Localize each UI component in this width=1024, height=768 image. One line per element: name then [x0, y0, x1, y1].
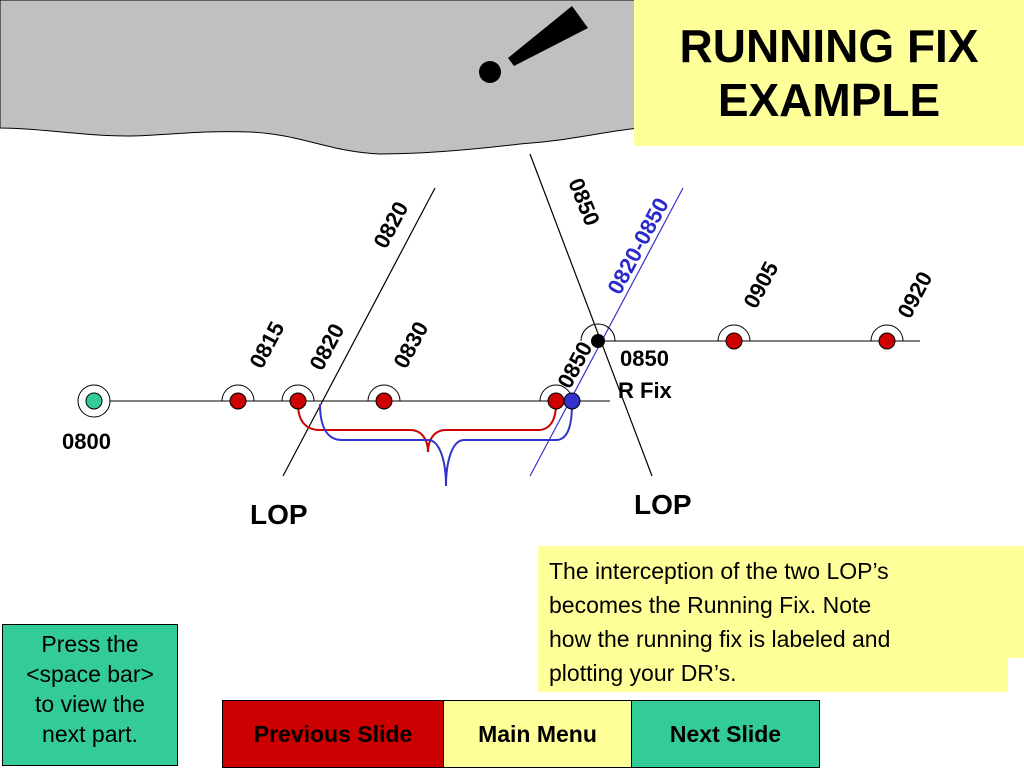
- label-dr-0830: 0830: [388, 317, 433, 372]
- label-advanced-lop: 0820-0850: [602, 194, 673, 299]
- note-line-1: The interception of the two LOP’s: [549, 558, 889, 584]
- press-line-3: to view the: [35, 691, 145, 717]
- running-fix-marker: [580, 323, 616, 348]
- title-line-1: RUNNING FIX: [679, 20, 979, 72]
- label-rfix-time: 0850: [620, 346, 669, 371]
- label-lop-0850: 0850: [563, 175, 605, 230]
- label-dr-0905: 0905: [738, 257, 783, 312]
- note-line-3: how the running fix is labeled and: [549, 626, 891, 652]
- label-dr-0920: 0920: [892, 267, 937, 322]
- slide-title: RUNNING FIX EXAMPLE: [634, 0, 1024, 146]
- next-slide-button[interactable]: Next Slide: [632, 700, 820, 768]
- press-line-2: <space bar>: [26, 661, 154, 687]
- slide-navigation: Previous Slide Main Menu Next Slide: [222, 700, 820, 768]
- label-lop-left: LOP: [250, 499, 308, 530]
- note-text: The interception of the two LOP’s become…: [549, 554, 989, 690]
- dr-start-0800: [77, 384, 111, 418]
- label-rfix: R Fix: [618, 378, 673, 403]
- advanced-lop-line: [529, 187, 684, 477]
- dr-marker-0920: [870, 324, 904, 350]
- land-mass: [0, 0, 641, 155]
- title-line-2: EXAMPLE: [717, 74, 941, 126]
- label-dr-0815: 0815: [244, 317, 289, 372]
- label-dr-0820: 0820: [304, 319, 349, 374]
- dr-marker-0905: [717, 324, 751, 350]
- note-line-4: plotting your DR’s.: [549, 660, 737, 686]
- dr-marker-0815: [221, 384, 255, 410]
- dr-marker-0830: [367, 384, 401, 410]
- press-line-4: next part.: [42, 721, 138, 747]
- press-space-instructions: Press the <space bar> to view the next p…: [2, 624, 178, 766]
- main-menu-button[interactable]: Main Menu: [444, 700, 632, 768]
- press-line-1: Press the: [41, 631, 139, 657]
- label-lop-right: LOP: [634, 489, 692, 520]
- advanced-dr-dot: [563, 392, 581, 410]
- note-line-2: becomes the Running Fix. Note: [549, 592, 872, 618]
- lop-0850-line: [529, 153, 653, 477]
- note-background: [538, 546, 1024, 658]
- bracket-red: [297, 403, 557, 453]
- label-lop-0820: 0820: [368, 197, 413, 252]
- label-start-time: 0800: [62, 429, 111, 454]
- label-dr-0850: 0850: [552, 337, 597, 392]
- previous-slide-button[interactable]: Previous Slide: [222, 700, 444, 768]
- dr-marker-0820: [281, 384, 315, 410]
- note-background-lower: [538, 650, 1008, 692]
- bracket-blue: [319, 403, 573, 487]
- lighthouse-icon: [479, 6, 588, 83]
